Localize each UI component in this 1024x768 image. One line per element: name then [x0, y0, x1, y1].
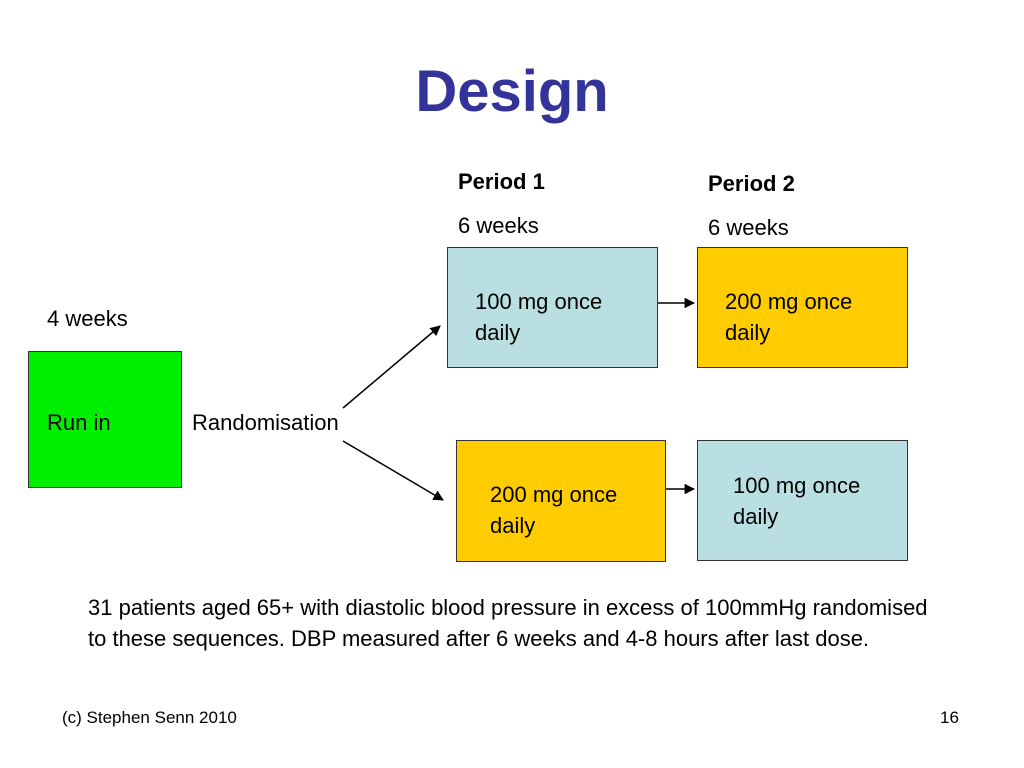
sequence-2-period-2-box: 100 mg once daily	[697, 440, 908, 561]
page-number: 16	[940, 708, 959, 727]
sequence-2-period-1-dose: 200 mg once daily	[490, 482, 618, 538]
period-1-label: Period 1	[458, 169, 545, 194]
study-description: 31 patients aged 65+ with diastolic bloo…	[88, 595, 928, 651]
run-in-box: Run in	[28, 351, 182, 488]
period-2-label: Period 2	[708, 171, 795, 196]
arrow-to-sequence-2	[342, 440, 444, 501]
copyright-footer: (c) Stephen Senn 2010	[62, 708, 237, 727]
sequence-1-period-1-box: 100 mg once daily	[447, 247, 658, 368]
period-2-duration: 6 weeks	[708, 215, 789, 240]
run-in-label: Run in	[47, 410, 111, 435]
sequence-1-period-1-dose: 100 mg once daily	[475, 289, 603, 345]
period-1-duration: 6 weeks	[458, 213, 539, 238]
slide-title: Design	[415, 59, 609, 124]
run-in-duration: 4 weeks	[47, 306, 128, 331]
arrow-to-sequence-1	[342, 325, 441, 409]
randomisation-label: Randomisation	[192, 410, 339, 435]
sequence-1-period-2-box: 200 mg once daily	[697, 247, 908, 368]
sequence-1-period-2-dose: 200 mg once daily	[725, 289, 853, 345]
sequence-2-period-2-dose: 100 mg once daily	[733, 473, 861, 529]
sequence-2-period-1-box: 200 mg once daily	[456, 440, 666, 562]
